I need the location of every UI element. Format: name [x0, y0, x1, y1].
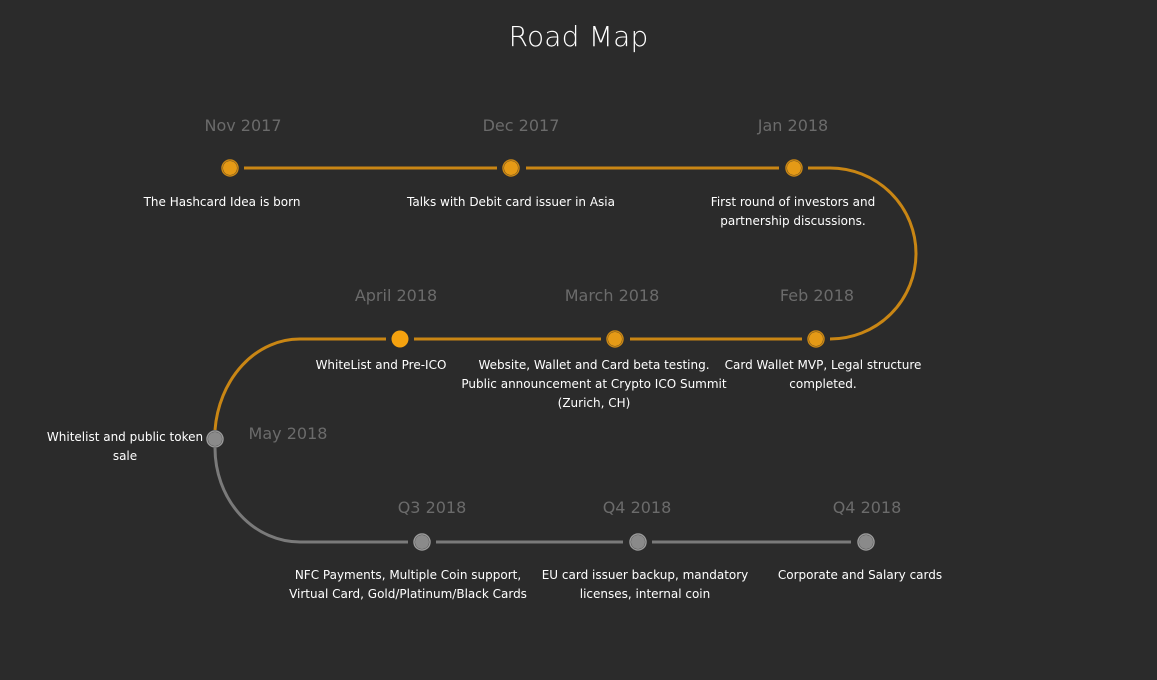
milestone-dot-feb-2018	[809, 332, 823, 346]
milestone-text: Card Wallet MVP, Legal structure complet…	[724, 358, 922, 391]
page-title: Road Map	[508, 20, 649, 53]
milestone-date: Q4 2018	[602, 498, 672, 517]
milestone-dot-q3-2018	[415, 535, 429, 549]
milestone-date: March 2018	[564, 286, 660, 305]
milestone-text: The Hashcard Idea is born	[143, 195, 301, 209]
milestone-dot-jan-2018	[787, 161, 801, 175]
milestone-text: WhiteList and Pre-ICO	[315, 358, 447, 372]
milestone-text: Talks with Debit card issuer in Asia	[407, 195, 615, 209]
milestone-date: Q3 2018	[397, 498, 467, 517]
milestone-text: EU card issuer backup, mandatory license…	[541, 568, 749, 601]
milestone-date: Dec 2017	[482, 116, 560, 135]
milestone-text: NFC Payments, Multiple Coin support, Vir…	[289, 568, 527, 601]
milestone-text: Website, Wallet and Card beta testing. P…	[461, 358, 727, 410]
milestone-dot-q4-2018-a	[631, 535, 645, 549]
milestone-dot-march-2018	[608, 332, 622, 346]
milestone-text: Whitelist and public token sale	[46, 430, 204, 463]
milestone-dot-april-2018	[391, 330, 409, 348]
milestone-date: April 2018	[354, 286, 438, 305]
milestone-date: May 2018	[248, 424, 328, 443]
track-curve-right	[808, 166, 918, 341]
milestone-date: Jan 2018	[757, 116, 829, 135]
milestone-text: Corporate and Salary cards	[777, 568, 943, 582]
milestone-dot-dec-2017	[504, 161, 518, 175]
milestone-dot-may-2018	[208, 432, 222, 446]
milestone-date: Q4 2018	[832, 498, 902, 517]
milestone-date: Nov 2017	[204, 116, 282, 135]
milestone-dot-nov-2017	[223, 161, 237, 175]
milestone-date: Feb 2018	[779, 286, 855, 305]
milestone-text: First round of investors and partnership…	[710, 195, 876, 228]
milestone-dot-q4-2018-b	[859, 535, 873, 549]
track-curve-left-lower	[213, 447, 408, 544]
track-curve-left-upper	[213, 337, 386, 431]
